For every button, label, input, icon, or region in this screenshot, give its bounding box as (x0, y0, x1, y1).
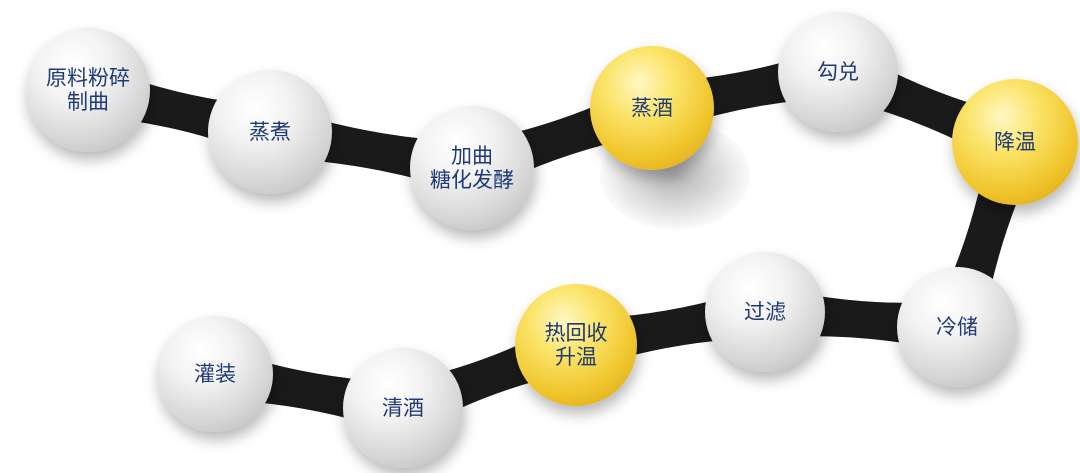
step-label: 加曲 糖化发酵 (430, 143, 514, 192)
step-node-10: 清酒 (343, 348, 463, 468)
step-label: 原料粉碎 制曲 (46, 65, 130, 114)
step-node-6: 降温 (952, 79, 1078, 205)
step-node-4: 蒸酒 (590, 46, 714, 170)
step-node-5: 勾兑 (778, 12, 898, 132)
step-node-8: 过滤 (705, 252, 825, 372)
step-node-2: 蒸煮 (208, 70, 332, 194)
step-label: 勾兑 (817, 59, 859, 84)
step-label: 降温 (994, 129, 1036, 154)
step-node-11: 灌装 (157, 316, 273, 432)
step-node-9: 热回收 升温 (515, 284, 637, 406)
step-label: 灌装 (194, 361, 236, 386)
step-label: 清酒 (382, 395, 424, 420)
step-label: 冷储 (936, 314, 978, 339)
step-label: 热回收 升温 (544, 320, 608, 369)
step-node-3: 加曲 糖化发酵 (410, 106, 534, 230)
step-label: 蒸酒 (631, 95, 673, 120)
step-node-1: 原料粉碎 制曲 (26, 28, 150, 152)
step-label: 蒸煮 (249, 119, 291, 144)
step-node-7: 冷储 (897, 267, 1017, 387)
step-label: 过滤 (744, 299, 786, 324)
